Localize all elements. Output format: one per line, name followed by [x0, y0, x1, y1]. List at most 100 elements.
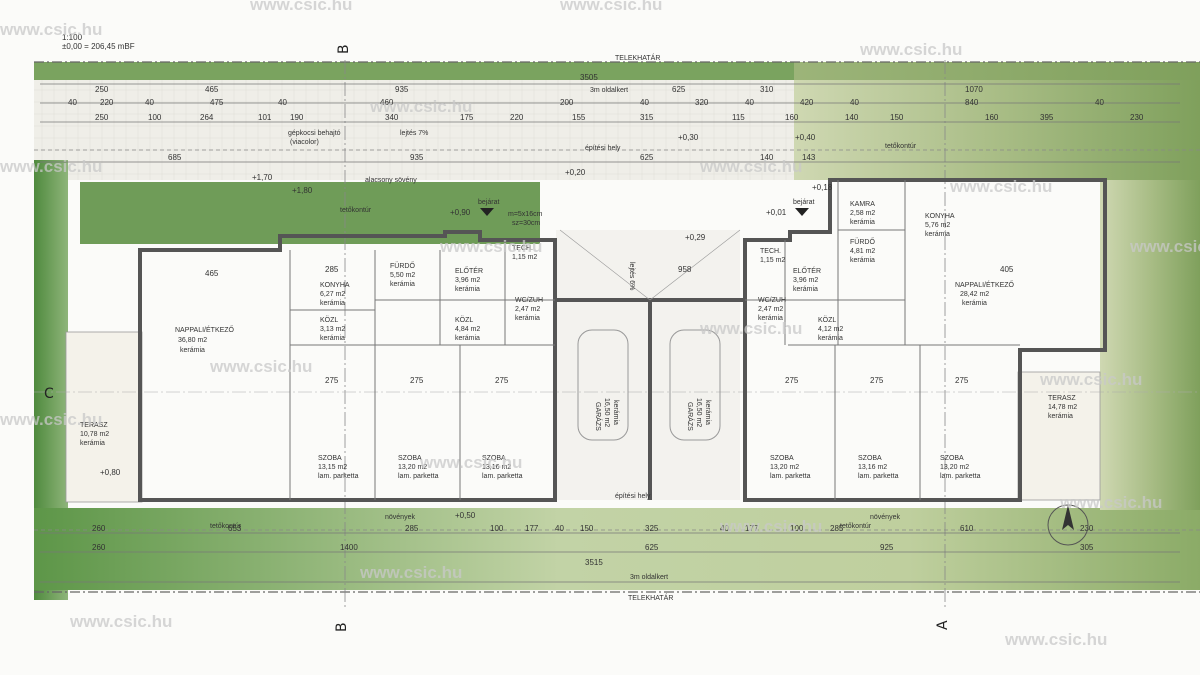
- roof-outline-label-3: tetőkontúr: [210, 523, 242, 530]
- svg-text:100: 100: [790, 524, 804, 533]
- building-left: [138, 230, 557, 502]
- room-corridor1-left-name: KÖZL: [320, 316, 338, 324]
- svg-text:www.csic.hu: www.csic.hu: [1059, 493, 1162, 512]
- svg-text:395: 395: [1040, 113, 1054, 122]
- svg-text:115: 115: [732, 113, 745, 122]
- svg-text:www.csic.hu: www.csic.hu: [559, 0, 662, 14]
- room-pantry-right-name: KAMRA: [850, 201, 875, 208]
- section-marker-c: C: [44, 386, 54, 402]
- room-terrace-left-name: TERASZ: [80, 422, 108, 429]
- room-corridor2-left-name: KÖZL: [455, 316, 473, 324]
- svg-text:+0,40: +0,40: [795, 133, 816, 142]
- svg-text:www.csic.hu: www.csic.hu: [0, 20, 102, 39]
- room-terrace-right-name: TERASZ: [1048, 395, 1076, 402]
- svg-text:40: 40: [720, 524, 729, 533]
- svg-text:275: 275: [955, 376, 969, 385]
- svg-text:150: 150: [890, 113, 904, 122]
- garage-roof-ridge: [559, 229, 651, 301]
- svg-text:2,47 m2: 2,47 m2: [758, 306, 783, 313]
- room-bed1-left-name: SZOBA: [318, 455, 342, 462]
- entrance-arrow-left-icon: [480, 208, 494, 216]
- svg-text:40: 40: [850, 98, 859, 107]
- room-kitchen-right-name: KONYHA: [925, 213, 955, 220]
- svg-text:www.csic.hu: www.csic.hu: [419, 453, 522, 472]
- svg-text:www.csic.hu: www.csic.hu: [1129, 237, 1200, 256]
- svg-text:www.csic.hu: www.csic.hu: [369, 97, 472, 116]
- roof-outline-label-2: tetőkontúr: [885, 143, 917, 150]
- terrace-left: [65, 331, 143, 503]
- svg-text:13,15 m2: 13,15 m2: [318, 464, 347, 471]
- svg-text:160: 160: [985, 113, 999, 122]
- svg-text:320: 320: [695, 98, 709, 107]
- svg-text:16,50 m2: 16,50 m2: [695, 398, 702, 427]
- lawn-bottom-strip: [34, 508, 1200, 590]
- svg-text:lam. parketta: lam. parketta: [398, 473, 439, 480]
- svg-text:28,42 m2: 28,42 m2: [960, 291, 989, 298]
- garage-left-name: GARÁZS: [594, 402, 603, 431]
- room-kitchen-left-name: KONYHA: [320, 282, 350, 289]
- svg-text:190: 190: [290, 113, 304, 122]
- driveway-label: gépkocsi behajtó: [288, 130, 341, 137]
- svg-text:6,27 m2: 6,27 m2: [320, 291, 345, 298]
- svg-text:340: 340: [385, 113, 399, 122]
- svg-text:935: 935: [395, 85, 409, 94]
- dim-top-total: 3505: [580, 73, 598, 82]
- build-zone-label-top: építési hely: [585, 145, 621, 152]
- svg-text:5,76 m2: 5,76 m2: [925, 222, 950, 229]
- svg-text:kerámia: kerámia: [455, 286, 480, 293]
- svg-text:3,96 m2: 3,96 m2: [455, 277, 480, 284]
- svg-text:3,13 m2: 3,13 m2: [320, 326, 345, 333]
- svg-text:+0,01: +0,01: [766, 208, 787, 217]
- lawn-top-left: [34, 62, 794, 80]
- svg-text:460: 460: [380, 98, 394, 107]
- steps-sub-label: sz=30cm: [512, 220, 540, 227]
- svg-text:www.csic.hu: www.csic.hu: [359, 563, 462, 582]
- svg-text:kerámia: kerámia: [962, 300, 987, 307]
- svg-text:685: 685: [168, 153, 182, 162]
- svg-text:www.csic.hu: www.csic.hu: [949, 177, 1052, 196]
- svg-text:lam. parketta: lam. parketta: [482, 473, 523, 480]
- svg-text:16,50 m2: 16,50 m2: [603, 398, 610, 427]
- svg-text:40: 40: [145, 98, 154, 107]
- room-bed2-left-name: SZOBA: [398, 455, 422, 462]
- svg-text:4,12 m2: 4,12 m2: [818, 326, 843, 333]
- svg-text:935: 935: [410, 153, 424, 162]
- svg-text:kerámia: kerámia: [515, 315, 540, 322]
- svg-text:840: 840: [965, 98, 979, 107]
- svg-text:13,16 m2: 13,16 m2: [482, 464, 511, 471]
- svg-text:lam. parketta: lam. parketta: [940, 473, 981, 480]
- svg-text:405: 405: [1000, 265, 1014, 274]
- entrance-label-right: bejárat: [793, 199, 814, 206]
- svg-text:40: 40: [640, 98, 649, 107]
- svg-text:www.csic.hu: www.csic.hu: [69, 612, 172, 631]
- svg-text:4,81 m2: 4,81 m2: [850, 248, 875, 255]
- svg-text:+1,70: +1,70: [252, 173, 273, 182]
- svg-text:14,78 m2: 14,78 m2: [1048, 404, 1077, 411]
- svg-text:260: 260: [92, 543, 106, 552]
- car-outline-right: [669, 329, 721, 441]
- build-zone-label-bottom: építési hely: [615, 493, 651, 500]
- svg-text:+1,80: +1,80: [292, 186, 313, 195]
- svg-text:220: 220: [100, 98, 114, 107]
- lawn-right: [1100, 180, 1200, 510]
- room-bed3-left-name: SZOBA: [482, 455, 506, 462]
- room-wc-right-name: WC/ZUH: [758, 297, 786, 304]
- svg-text:lam. parketta: lam. parketta: [318, 473, 359, 480]
- svg-text:www.csic.hu: www.csic.hu: [439, 237, 542, 256]
- room-hall-right-name: ELŐTÉR: [793, 266, 821, 275]
- svg-text:100: 100: [148, 113, 162, 122]
- svg-text:kerámia: kerámia: [455, 335, 480, 342]
- elevation-reference: ±0,00 = 206,45 mBF: [62, 42, 135, 51]
- svg-text:140: 140: [760, 153, 774, 162]
- svg-text:kerámia: kerámia: [758, 315, 783, 322]
- svg-text:260: 260: [92, 524, 106, 533]
- svg-text:+0,50: +0,50: [455, 511, 476, 520]
- svg-text:2,58 m2: 2,58 m2: [850, 210, 875, 217]
- room-bath-left-name: FÜRDŐ: [390, 261, 415, 270]
- svg-text:www.csic.hu: www.csic.hu: [1039, 370, 1142, 389]
- svg-text:150: 150: [580, 524, 594, 533]
- svg-text:285: 285: [405, 524, 419, 533]
- room-bath-right-name: FÜRDŐ: [850, 237, 875, 246]
- svg-text:925: 925: [880, 543, 894, 552]
- svg-text:1070: 1070: [965, 85, 983, 94]
